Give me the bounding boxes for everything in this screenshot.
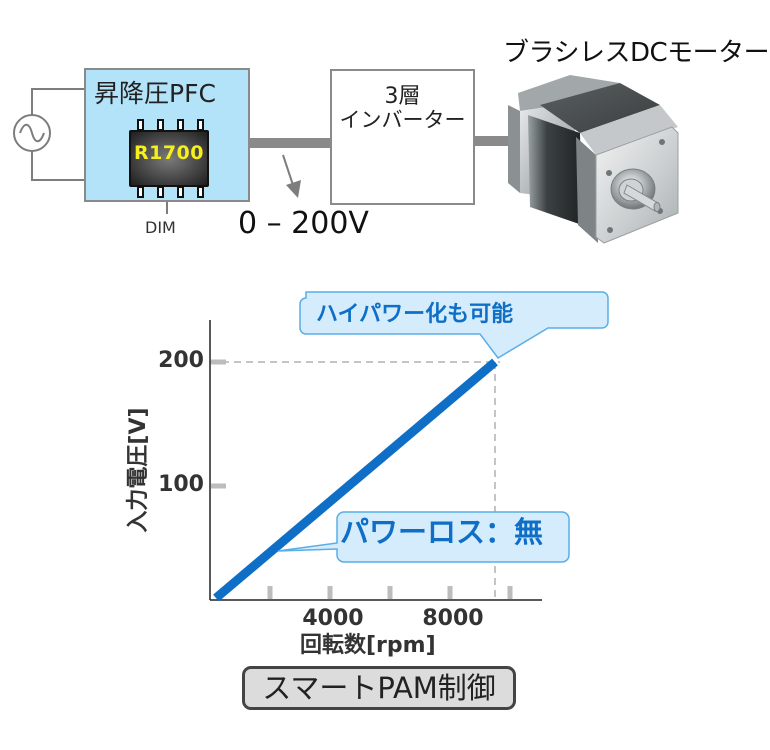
chip-pin <box>157 186 164 198</box>
diagram-wiring <box>13 88 515 214</box>
y-tick-mark <box>211 483 226 489</box>
x-tick-mark <box>267 586 273 599</box>
callout-high-power-text: ハイパワー化も可能 <box>316 302 514 327</box>
chip-pin <box>177 186 184 198</box>
y-axis-label: 入力電圧[V] <box>126 407 151 533</box>
callout-power-loss-text: パワーロス：無 <box>340 515 544 549</box>
ac-wire-top <box>31 88 84 115</box>
x-axis-label: 回転数[rpm] <box>300 633 436 658</box>
motor-connector <box>475 136 515 146</box>
x-tick-mark <box>447 586 453 599</box>
inverter-block <box>330 69 475 205</box>
chip-pin <box>137 186 144 198</box>
chip-pin <box>197 186 204 198</box>
chip-body <box>129 130 209 187</box>
y-tick-mark <box>211 359 226 365</box>
bus-voltage-label: 0 – 200V <box>238 206 369 241</box>
dim-label: DIM <box>145 218 176 237</box>
x-tick-mark <box>327 586 333 599</box>
x-tick-mark <box>507 586 513 599</box>
pfc-title: 昇降圧PFC <box>94 79 216 108</box>
callout-high-power-bubble <box>299 291 609 359</box>
x-tick-label: 4000 <box>302 606 364 631</box>
dc-bus-connector <box>250 138 330 148</box>
ac-wire-bottom <box>31 151 84 181</box>
callout-power-loss-bubble <box>277 511 570 563</box>
ac-source-icon <box>13 114 51 152</box>
y-tick-label: 100 <box>158 472 204 497</box>
inverter-title-line2: インバーター <box>339 108 466 132</box>
bldc-motor-image <box>508 75 679 244</box>
x-tick-label: 8000 <box>422 606 484 631</box>
motor-title: ブラシレスDCモーター <box>503 38 770 68</box>
voltage-vs-speed-chart <box>209 291 609 602</box>
smart-pam-control-badge: スマートPAM制御 <box>242 666 516 710</box>
voltage-arrow-icon <box>282 154 301 198</box>
chip-label: R1700 <box>133 142 204 164</box>
y-tick-label: 200 <box>158 348 204 373</box>
series-line <box>213 358 498 602</box>
x-tick-mark <box>387 586 393 599</box>
inverter-title-line1: 3層 <box>384 84 421 109</box>
